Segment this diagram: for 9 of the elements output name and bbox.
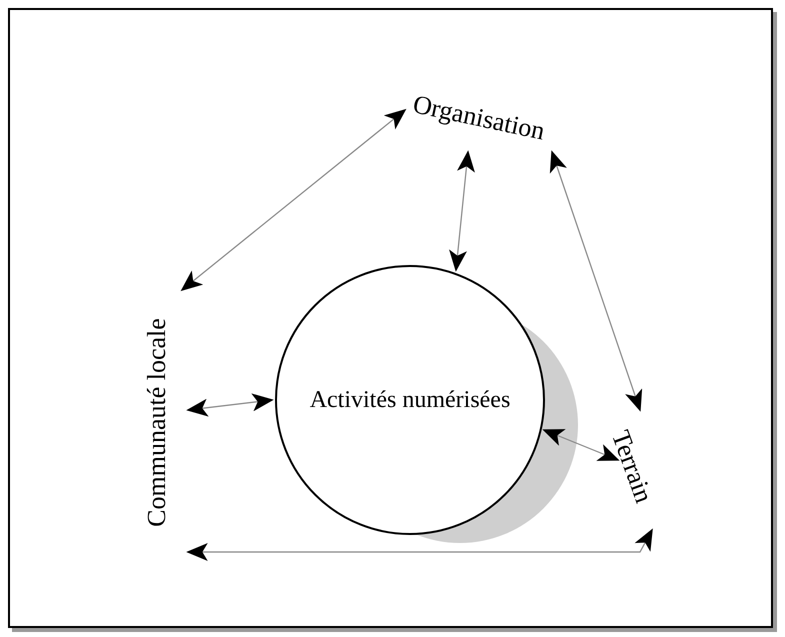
double-arrow (186, 393, 274, 417)
organisation-label: Organisation (409, 84, 548, 150)
double-arrow (449, 150, 475, 272)
double-arrow (180, 108, 406, 292)
double-arrow (542, 429, 620, 461)
double-arrow (186, 528, 653, 561)
terrain-label: Terrain (601, 424, 664, 508)
community-label: Communauté locale (136, 318, 176, 527)
double-arrow (550, 150, 642, 412)
